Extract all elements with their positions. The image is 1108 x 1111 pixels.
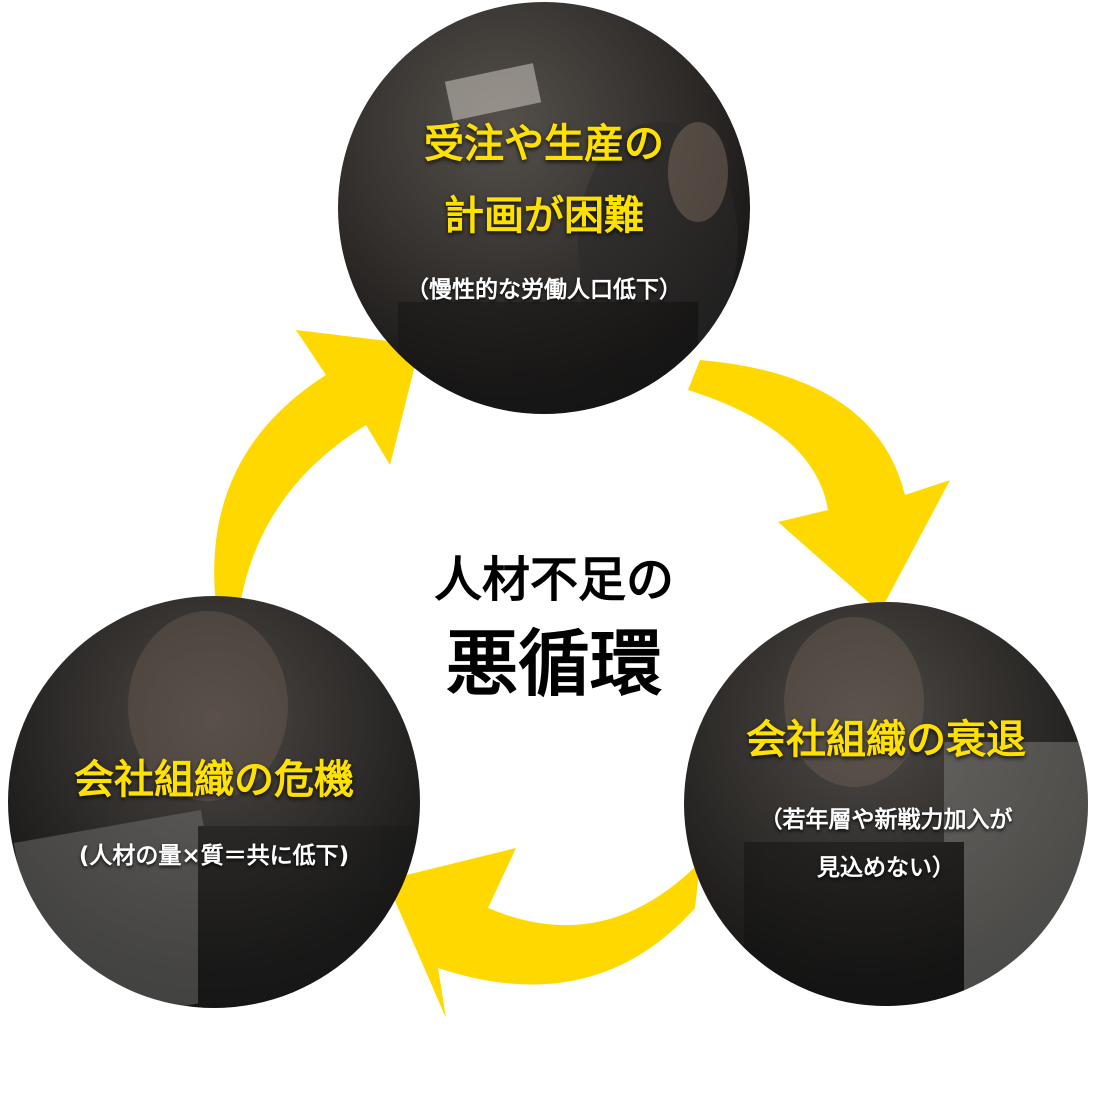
node-top-photo-shapes xyxy=(398,63,738,414)
center-title-line2: 悪循環 xyxy=(445,622,662,706)
node-top-subtitle: （慢性的な労働人口低下） xyxy=(406,277,682,303)
arrow-right-to-left xyxy=(386,848,700,1018)
node-top-title-line1: 受注や生産の xyxy=(424,121,664,167)
node-right-subtitle-line2: 見込めない） xyxy=(817,855,955,881)
node-left: 会社組織の危機 (人材の量×質＝共に低下) xyxy=(8,596,420,1008)
node-left-photo xyxy=(8,596,420,1008)
center-title-line1: 人材不足の xyxy=(433,552,674,608)
node-right: 会社組織の衰退 （若年層や新戦力加入が 見込めない） xyxy=(684,602,1088,1006)
node-top-title-line2: 計画が困難 xyxy=(444,193,644,239)
arrow-top-to-right xyxy=(688,360,950,612)
node-left-subtitle: (人材の量×質＝共に低下) xyxy=(78,843,350,869)
node-left-title: 会社組織の危機 xyxy=(74,757,354,803)
node-top: 受注や生産の 計画が困難 （慢性的な労働人口低下） xyxy=(338,2,750,414)
node-right-photo xyxy=(684,602,1088,1006)
node-right-photo-shapes xyxy=(744,617,1088,1006)
node-right-title: 会社組織の衰退 xyxy=(746,717,1026,763)
node-right-subtitle-line1: （若年層や新戦力加入が xyxy=(759,807,1013,833)
node-left-photo-shapes xyxy=(13,611,418,1008)
